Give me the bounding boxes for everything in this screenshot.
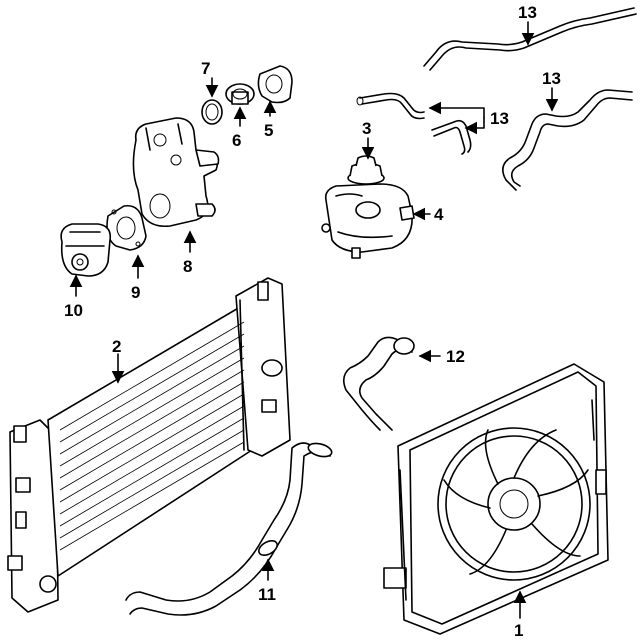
callout-2: 2: [112, 337, 121, 356]
callout-11: 11: [258, 585, 276, 604]
hose-13-right: [502, 89, 633, 191]
callout-3: 3: [362, 119, 371, 138]
callout-labels: 7 6 5 3 4 8 9 10 2 11 12 1 13 13 13: [64, 3, 561, 640]
callout-5: 5: [264, 121, 273, 140]
hose-13-upper: [423, 7, 637, 71]
callout-9: 9: [131, 283, 140, 302]
coolant-reservoir: [321, 183, 415, 259]
gasket-9: [106, 204, 147, 251]
water-outlet-housing-8: [132, 117, 220, 228]
thermostat-6: [225, 83, 255, 105]
callout-13-middle: 13: [490, 109, 509, 128]
callout-10: 10: [64, 301, 83, 320]
callout-7: 7: [201, 59, 210, 78]
gasket-7: [201, 99, 223, 125]
water-pump-10: [60, 223, 112, 277]
hose-13-small-lower: [431, 119, 472, 155]
upper-hose-12: [342, 336, 415, 431]
callout-13-right: 13: [542, 69, 561, 88]
callout-6: 6: [232, 131, 241, 150]
hose-13-small-upper: [356, 92, 425, 120]
callout-8: 8: [183, 257, 192, 276]
thermostat-housing-5: [257, 65, 293, 104]
callout-4: 4: [434, 205, 444, 224]
radiator-2: [7, 277, 291, 613]
callout-12: 12: [446, 347, 465, 366]
lower-hose-11: [125, 442, 333, 616]
reservoir-cap: [347, 155, 385, 185]
cooling-fan-assembly-1: [383, 363, 609, 635]
leader-lines: [69, 21, 559, 619]
callout-13-top: 13: [518, 3, 537, 22]
callout-1: 1: [514, 621, 523, 640]
